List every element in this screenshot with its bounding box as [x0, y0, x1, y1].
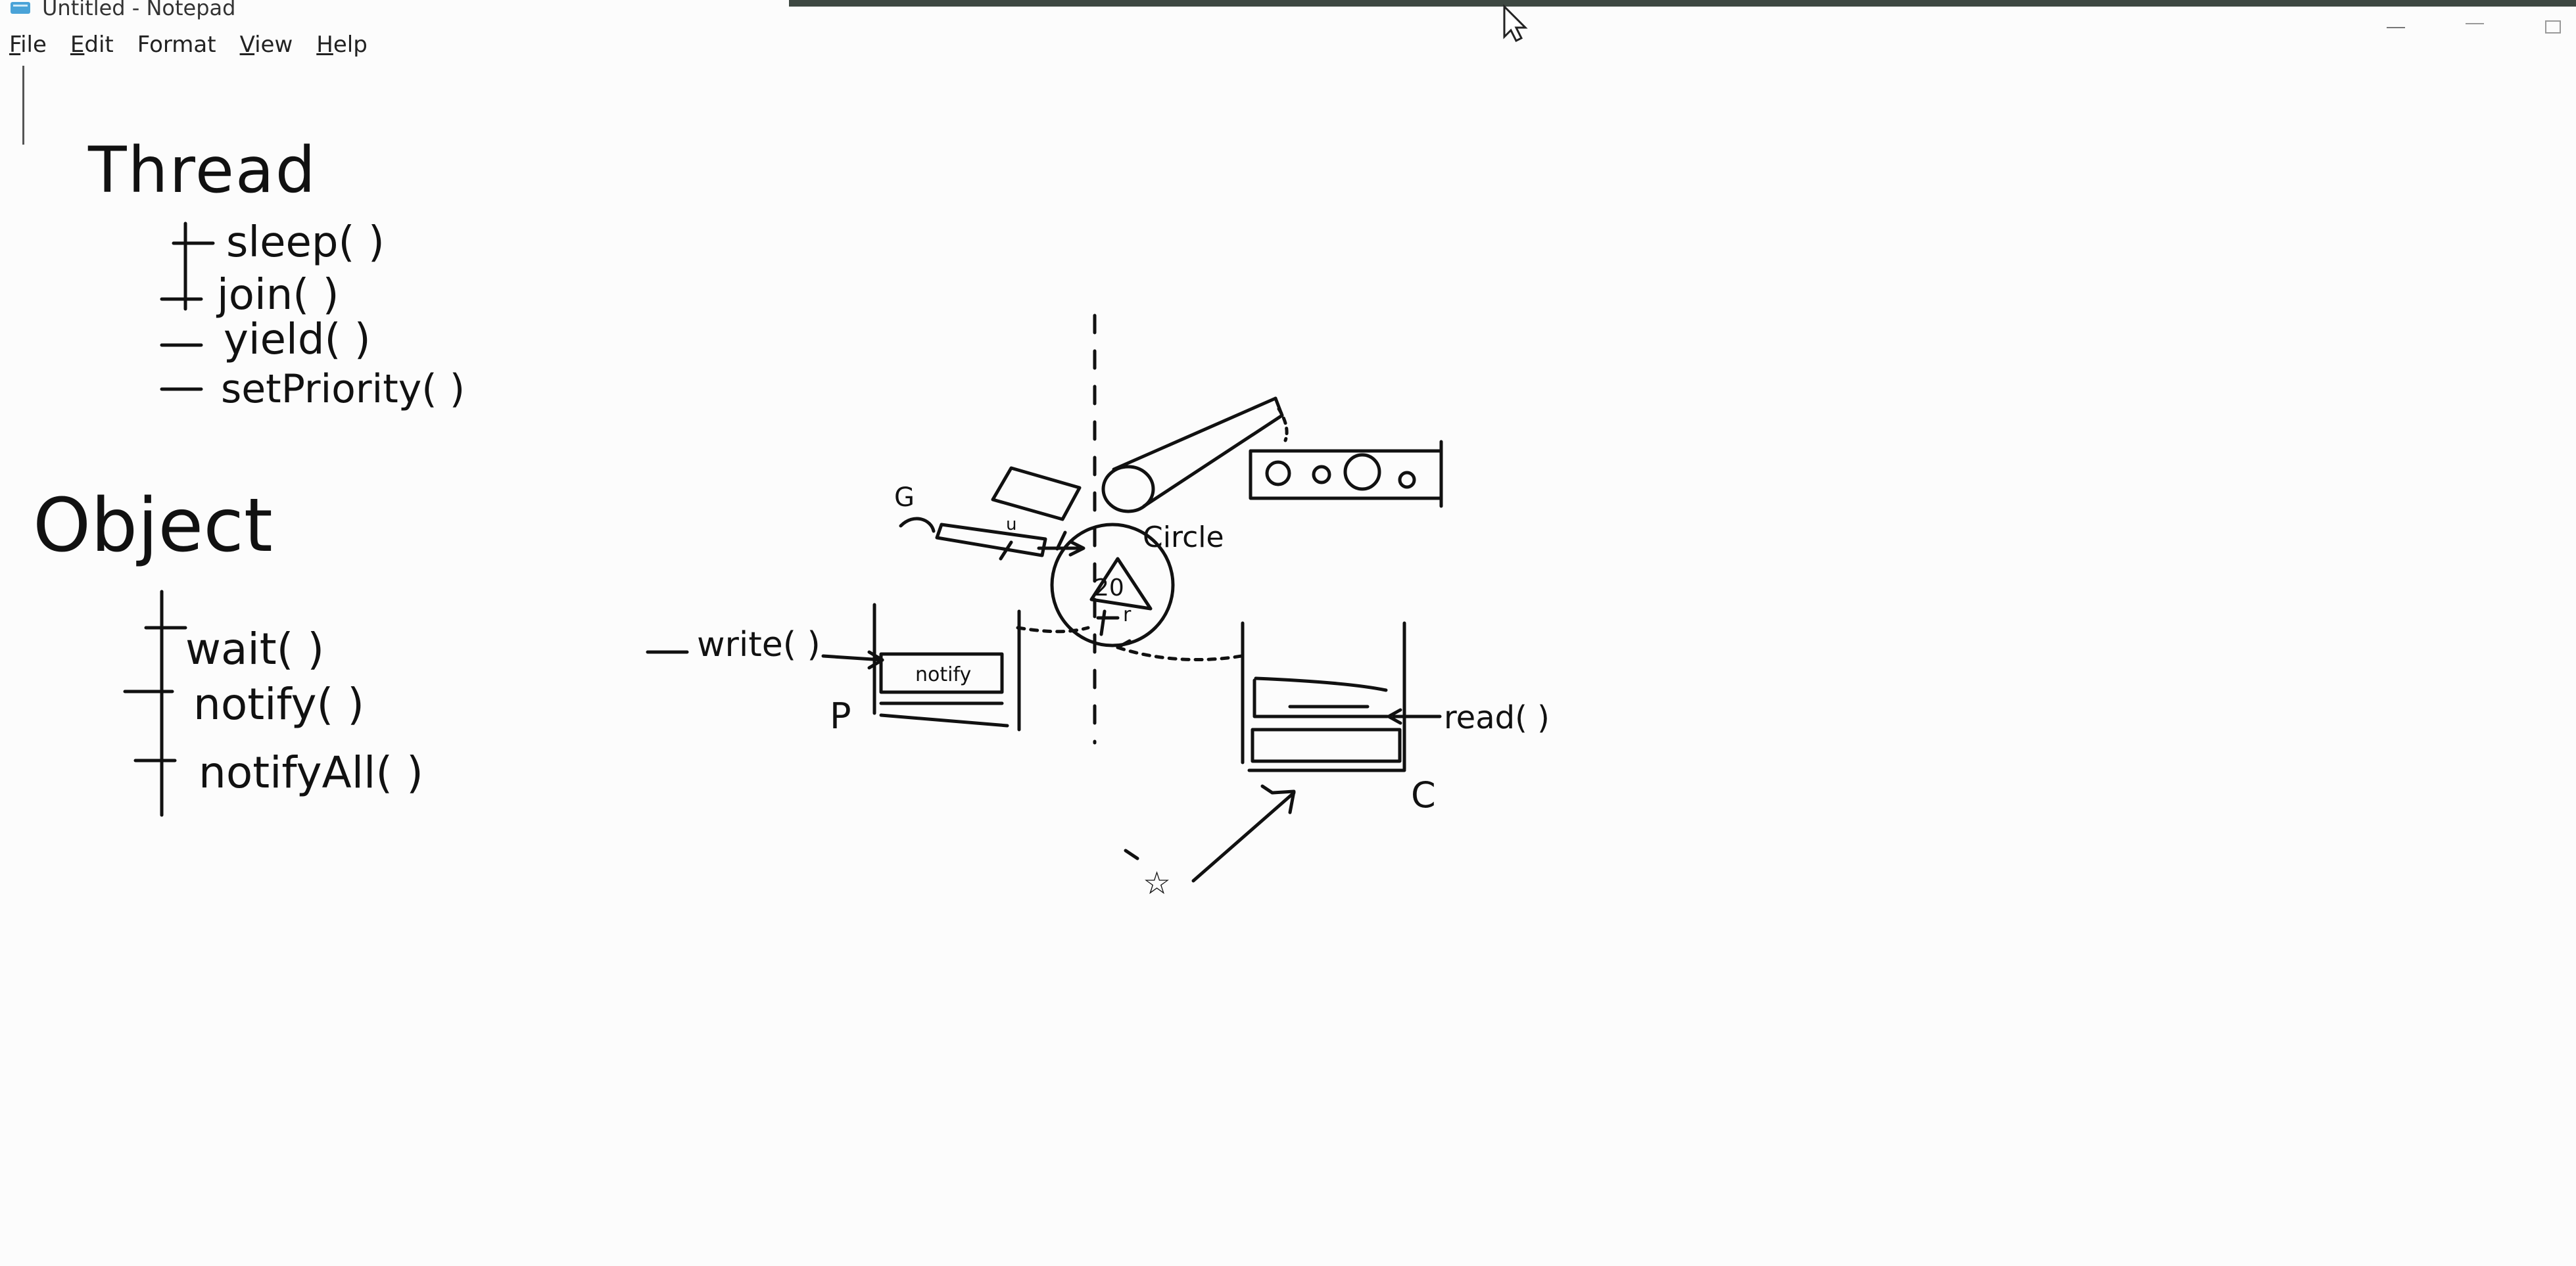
producer-label: P	[830, 695, 851, 737]
gen-label: G	[894, 482, 915, 513]
circle-label: Circle	[1143, 521, 1224, 554]
producer-buffer	[874, 605, 1088, 730]
thread-method-join: join( )	[216, 271, 339, 319]
thread-bullets	[162, 223, 213, 389]
write-label: write( )	[697, 625, 821, 665]
ball-rack	[1251, 442, 1441, 506]
thread-method-sleep: sleep( )	[226, 218, 385, 267]
cone-shape	[1103, 398, 1287, 511]
circle-value: 20	[1094, 574, 1124, 601]
thread-method-yield: yield( )	[224, 316, 371, 364]
read-arrow	[1389, 710, 1440, 723]
thread-method-setpriority: setPriority( )	[221, 366, 465, 412]
object-method-wait: wait( )	[185, 624, 324, 674]
circle-sub: r	[1123, 603, 1132, 626]
object-method-notify: notify( )	[193, 679, 364, 730]
cursor-icon	[1504, 7, 1525, 41]
object-bullets	[125, 592, 185, 815]
star-mark: ☆	[1143, 865, 1171, 902]
tilted-shapes	[901, 468, 1080, 559]
object-method-notifyall: notifyAll( )	[199, 747, 423, 798]
consumer-label: C	[1411, 774, 1436, 816]
thread-heading: Thread	[87, 133, 317, 207]
read-label: read( )	[1444, 699, 1550, 736]
consumer-buffer	[1118, 623, 1404, 770]
object-heading: Object	[33, 483, 273, 569]
buffer-box-label: notify	[915, 663, 971, 686]
item-label: u	[1006, 515, 1016, 534]
